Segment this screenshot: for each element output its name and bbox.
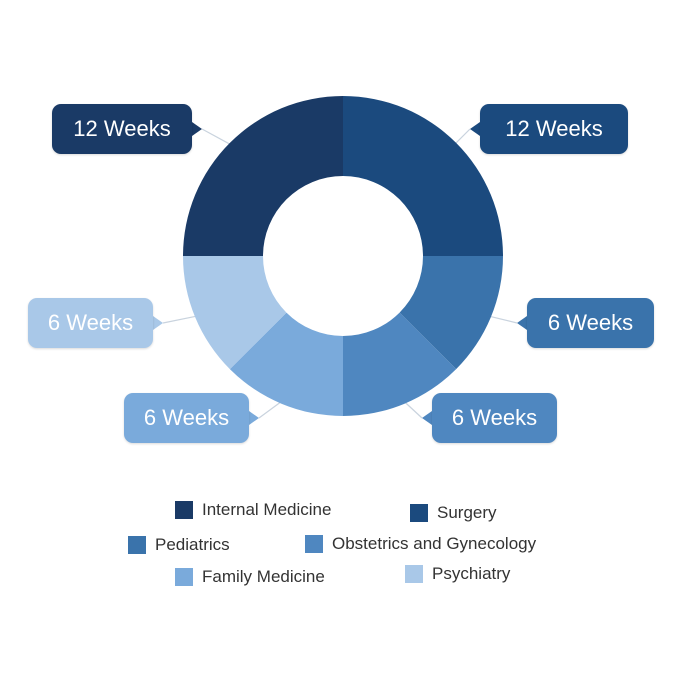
callout-pointer [422, 411, 432, 425]
slice-psychiatry [183, 256, 287, 370]
slice-internal-medicine [183, 96, 343, 256]
legend-label: Psychiatry [432, 564, 511, 583]
legend-item-pediatrics: Pediatrics [128, 535, 230, 555]
callout-obstetrics: 6 Weeks [432, 393, 557, 443]
legend-swatch [175, 568, 193, 586]
legend-item-psychiatry: Psychiatry [405, 564, 510, 584]
callout-pediatrics: 6 Weeks [527, 298, 654, 348]
callout-pointer [153, 316, 163, 330]
callout-pointer [470, 122, 480, 136]
legend-item-obstetrics: Obstetrics and Gynecology [305, 534, 536, 554]
legend-swatch [128, 536, 146, 554]
legend-label: Obstetrics and Gynecology [332, 534, 537, 553]
legend-swatch [175, 501, 193, 519]
callout-internal-medicine: 12 Weeks [52, 104, 192, 154]
slice-family-medicine [229, 312, 343, 417]
legend-item-internal-medicine: Internal Medicine [175, 500, 331, 520]
callout-pointer [192, 122, 202, 136]
legend-label: Internal Medicine [202, 500, 332, 519]
callout-leader-line [258, 399, 284, 419]
legend-label: Family Medicine [202, 567, 325, 586]
legend-item-family-medicine: Family Medicine [175, 567, 325, 587]
callout-psychiatry: 6 Weeks [28, 298, 153, 348]
callout-family-medicine: 6 Weeks [124, 393, 249, 443]
callout-leader-line [486, 315, 518, 324]
legend-swatch [305, 535, 323, 553]
legend-item-surgery: Surgery [410, 503, 497, 523]
callout-leader-line [201, 128, 233, 147]
callout-surgery: 12 Weeks [480, 104, 628, 154]
legend-swatch [410, 504, 428, 522]
slice-obstetrics [343, 312, 457, 416]
slice-surgery [343, 96, 503, 256]
legend-label: Pediatrics [155, 535, 230, 554]
legend-label: Surgery [437, 503, 497, 522]
callout-leader-line [162, 315, 199, 324]
slice-pediatrics [399, 256, 503, 370]
callout-pointer [249, 411, 259, 425]
callout-pointer [517, 316, 527, 330]
legend-swatch [405, 565, 423, 583]
